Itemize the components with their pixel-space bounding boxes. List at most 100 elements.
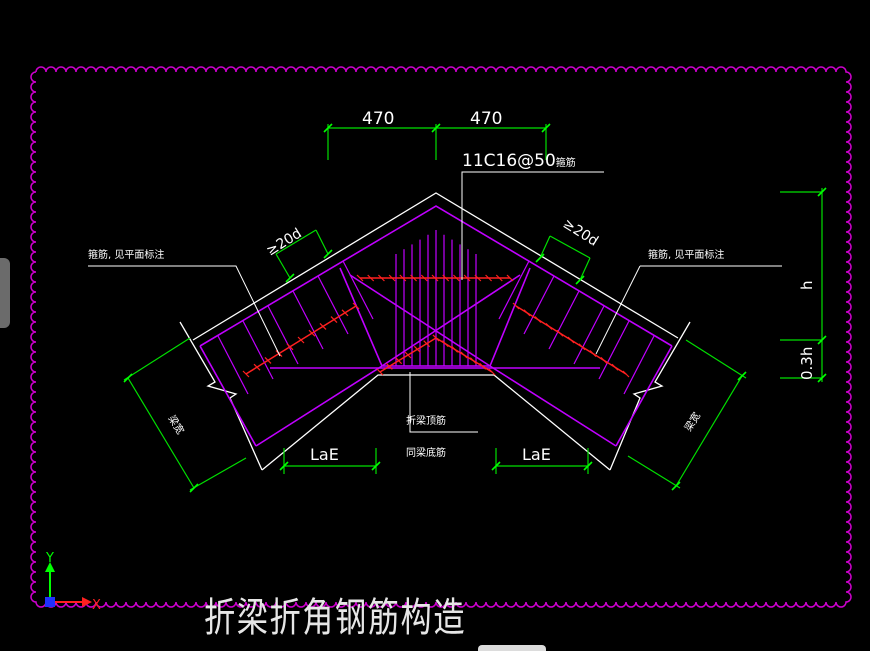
dimension-lines xyxy=(123,124,823,491)
dimension-tick xyxy=(817,187,827,197)
dim-left-470: 470 xyxy=(362,109,394,129)
stirrup-tick xyxy=(388,274,396,282)
ucs-y-label: Y xyxy=(45,551,54,566)
top-longitudinal-bar xyxy=(199,205,673,347)
dimension-tick xyxy=(285,273,295,283)
dimension-tick xyxy=(583,461,593,471)
stirrup-right xyxy=(498,260,530,320)
inner-bar-right xyxy=(615,345,673,447)
stirrup-tick xyxy=(545,322,553,330)
diagonal-bar-b xyxy=(381,274,521,367)
outline-bottom-edge xyxy=(261,374,611,471)
dimension-tick xyxy=(189,483,199,493)
stirrup-callout: 11C16@50箍筋 xyxy=(462,151,576,171)
stirrup-tick xyxy=(460,351,468,359)
stirrup-tick xyxy=(469,357,477,365)
outline-top-edge xyxy=(192,192,679,341)
stirrup-right xyxy=(573,305,605,365)
stirrup-left xyxy=(292,290,324,350)
height-0-3h: 0.3h xyxy=(798,347,816,380)
stirrup-tick xyxy=(367,274,375,282)
stirrup-tick xyxy=(611,363,619,371)
stirrup-tick xyxy=(413,345,421,353)
corner-bar-left xyxy=(339,267,383,367)
stirrup-tick xyxy=(319,322,327,330)
dimension-tick xyxy=(491,461,501,471)
lae-right: LaE xyxy=(522,445,551,464)
dimension-tick xyxy=(279,461,289,471)
beam-outline xyxy=(179,192,691,471)
stirrup-tick xyxy=(404,351,412,359)
stirrup-tick xyxy=(534,316,542,324)
stirrup-tick xyxy=(523,309,531,317)
stirrup-tick xyxy=(451,345,459,353)
stirrup-tick xyxy=(286,343,294,351)
stirrup-tick xyxy=(506,274,514,282)
stirrup-tick xyxy=(463,274,471,282)
dim-right-470: 470 xyxy=(470,109,502,129)
side-panel-handle[interactable] xyxy=(0,258,10,328)
dimension-tick xyxy=(541,123,551,133)
dimension-tick xyxy=(431,123,441,133)
stirrup-tick xyxy=(485,274,492,282)
bottom-tab-handle[interactable] xyxy=(478,645,546,651)
dimension-tick xyxy=(323,123,333,133)
inner-bar-left xyxy=(199,345,257,447)
stirrup-right xyxy=(523,275,555,335)
corner-bar-right xyxy=(489,267,531,367)
dimension-tick xyxy=(671,481,681,491)
stirrup-tick xyxy=(378,274,385,282)
stirrup-left xyxy=(217,335,249,395)
left-break-line xyxy=(179,321,263,471)
stirrup-left xyxy=(342,260,374,320)
dimension-tick xyxy=(323,249,333,259)
stirrup-tick xyxy=(600,356,608,364)
stirrup-right xyxy=(548,290,580,350)
stirrup-tick xyxy=(253,363,261,371)
stirrup-tick xyxy=(356,274,364,282)
stirrup-tick xyxy=(432,334,440,342)
dimension-tick xyxy=(123,373,133,383)
beam-width-left: 梁宽 xyxy=(165,413,187,437)
stirrup-tick xyxy=(578,343,586,351)
stirrup-tick xyxy=(441,340,449,348)
stirrup-right xyxy=(598,320,630,380)
stirrup-tick xyxy=(495,274,503,282)
revision-cloud-frame xyxy=(30,66,852,608)
dimension-tick xyxy=(371,461,381,471)
stirrup-tick xyxy=(242,370,250,378)
height-h: h xyxy=(798,280,816,290)
stirrup-tick xyxy=(423,340,431,348)
beam-width-right: 梁宽 xyxy=(682,410,704,434)
bottom-note-1: 折梁顶筋 xyxy=(406,414,446,427)
stirrup-tick xyxy=(264,356,272,364)
left-note: 箍筋, 见平面标注 xyxy=(88,248,164,261)
stirrup-left xyxy=(317,275,349,335)
dimension-tick xyxy=(535,253,545,263)
stirrup-tick xyxy=(442,274,450,282)
dimension-ticks xyxy=(123,123,827,493)
stirrup-left xyxy=(242,320,274,380)
red-stirrup-rows xyxy=(242,274,630,378)
stirrup-tick xyxy=(297,336,305,344)
stirrup-tick xyxy=(567,336,575,344)
leader-lines xyxy=(88,171,782,433)
lae-left: LaE xyxy=(310,445,339,464)
ucs-icon xyxy=(45,562,92,607)
stirrup-tick xyxy=(474,274,482,282)
stirrup-tick xyxy=(431,274,439,282)
ucs-x-label: X xyxy=(92,598,101,613)
stirrup-tick xyxy=(479,362,487,370)
dimension-tick xyxy=(817,373,827,383)
dimension-tick xyxy=(575,275,585,285)
drawing-title: 折梁折角钢筋构造 xyxy=(204,595,467,641)
ge20d-left: ≥20d xyxy=(264,225,305,259)
stirrup-tick xyxy=(395,357,403,365)
stirrup-tick xyxy=(308,329,316,337)
right-note: 箍筋, 见平面标注 xyxy=(648,248,724,261)
dimension-tick xyxy=(817,335,827,345)
dimension-tick xyxy=(737,371,747,381)
stirrup-tick xyxy=(341,309,349,317)
stirrup-tick xyxy=(330,316,338,324)
